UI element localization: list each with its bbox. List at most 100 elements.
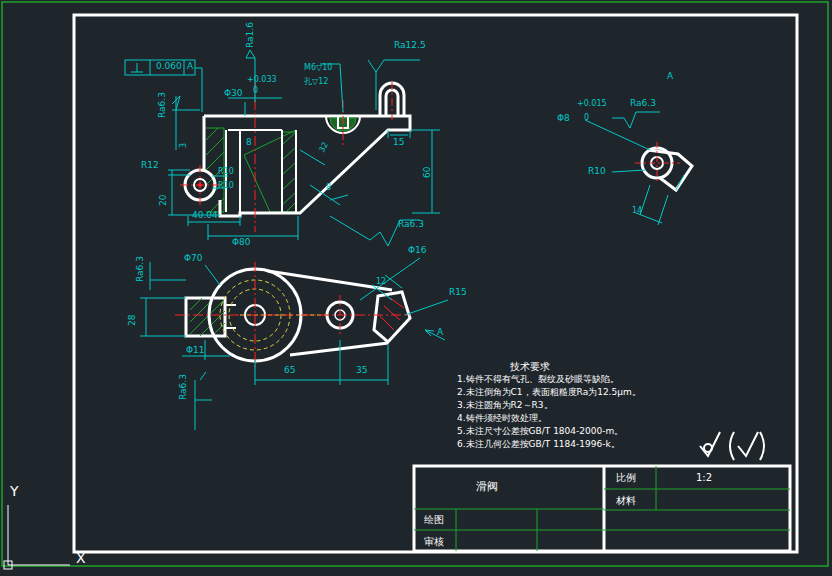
top-view — [268, 271, 392, 355]
radius-dimension: R10 — [588, 167, 606, 177]
diameter-dimension: Φ8 — [557, 114, 570, 124]
front-view — [244, 130, 296, 212]
note-line: 2.未注倒角为C1，表面粗糙度Ra为12.5μm。 — [457, 388, 641, 398]
top-dimensions — [360, 258, 420, 300]
dimension: 15 — [393, 138, 404, 148]
title-block — [604, 530, 790, 531]
title-cell: 比例 — [616, 472, 636, 483]
top-view — [175, 315, 410, 316]
top-view — [255, 262, 256, 368]
top-dimensions — [140, 298, 186, 336]
general-roughness-symbol — [700, 432, 720, 456]
front-dimensions — [412, 130, 440, 213]
sheet-frame — [4, 561, 12, 569]
top-dimensions — [182, 340, 230, 360]
dimension: 8 — [326, 184, 331, 193]
front-view — [204, 116, 410, 216]
tolerance-upper: +0.033 — [247, 76, 277, 85]
title-block — [604, 489, 790, 490]
tolerance-upper: +0.015 — [577, 100, 607, 109]
front-dimensions — [184, 60, 185, 75]
front-dimensions — [131, 63, 143, 72]
front-view — [226, 130, 296, 212]
title-block — [656, 466, 657, 510]
roughness-value: Ra6.3 — [630, 99, 656, 109]
notes-heading: 技术要求 — [510, 361, 550, 372]
dimension: 65 — [284, 366, 295, 376]
note-line: 4.铸件须经时效处理。 — [457, 414, 547, 424]
front-view — [255, 82, 256, 232]
diameter-dimension: Φ80 — [232, 238, 251, 248]
front-view — [228, 129, 282, 131]
view-label: A — [667, 72, 673, 82]
front-dimensions — [368, 60, 420, 110]
dimension: 14 — [632, 207, 642, 216]
auxiliary-view-a — [636, 185, 668, 225]
sheet-frame — [2, 2, 828, 569]
dimension: 60 — [423, 167, 433, 178]
top-view — [175, 262, 410, 368]
auxiliary-view-a — [612, 170, 645, 172]
front-dimensions — [125, 60, 195, 75]
top-dimensions — [150, 262, 186, 290]
dimension: 12 — [376, 278, 386, 287]
title-block — [414, 466, 790, 551]
note-line: 5.未注尺寸公差按GB/T 1804-2000-m。 — [457, 427, 623, 437]
radius-dimension: R12 — [141, 161, 159, 171]
top-dimensions — [140, 258, 448, 430]
title-block — [414, 530, 604, 531]
front-dimensions — [228, 98, 282, 116]
general-roughness-symbol — [738, 432, 758, 456]
note-line: 1.铸件不得有气孔、裂纹及砂眼等缺陷。 — [457, 375, 619, 385]
front-dimensions — [168, 170, 220, 215]
diameter-dimension: Φ70 — [184, 254, 203, 264]
roughness-value: Ra1.6 — [246, 22, 256, 48]
top-view — [186, 298, 225, 336]
front-dimensions — [300, 150, 348, 205]
part-name: 滑阀 — [476, 481, 498, 493]
top-dimensions — [340, 345, 388, 385]
roughness-value: Ra6.3 — [158, 92, 168, 118]
tolerance-lower: 0 — [253, 87, 258, 96]
general-roughness-symbol — [704, 444, 712, 452]
auxiliary-view-a — [585, 112, 660, 150]
sheet-frame — [8, 505, 9, 565]
title-cell: 绘图 — [424, 514, 444, 525]
datum-letter: A — [187, 62, 193, 72]
radius-dimension: R10 — [218, 182, 234, 191]
tolerance-value: 0.060 — [156, 62, 182, 72]
dimension: 32 — [318, 141, 331, 154]
title-block — [414, 509, 604, 510]
front-dimensions — [208, 216, 298, 240]
dimension: 3 — [180, 143, 189, 148]
title-block — [604, 510, 790, 511]
sheet-frame — [2, 2, 828, 566]
roughness-value: Ra6.3 — [398, 220, 424, 230]
top-view — [380, 298, 404, 330]
title-cell: 材料 — [616, 495, 636, 506]
tolerance-lower: 0 — [584, 114, 589, 123]
front-dimensions — [125, 50, 440, 246]
auxiliary-view-a — [635, 163, 680, 164]
diameter-dimension: Φ30 — [224, 89, 243, 99]
diameter-dimension: Φ11 — [186, 346, 205, 356]
dimension: 35 — [356, 366, 367, 376]
title-block — [537, 509, 538, 551]
front-view — [200, 165, 201, 205]
depth-note: 孔▽12 — [304, 78, 328, 87]
roughness-value: Ra12.5 — [394, 41, 426, 51]
roughness-value: Ra6.3 — [136, 256, 146, 282]
auxiliary-view-a — [585, 112, 692, 225]
thread-note: M6▽10 — [304, 64, 332, 73]
top-dimensions — [372, 275, 402, 300]
axis-label: X — [76, 551, 86, 566]
title-block — [456, 509, 457, 551]
auxiliary-view-a — [657, 142, 658, 184]
front-dimensions — [168, 175, 190, 176]
front-view — [282, 132, 296, 212]
top-view — [340, 295, 341, 335]
title-cell: 审核 — [424, 536, 444, 547]
title-block — [414, 466, 790, 551]
sheet-frame — [74, 15, 797, 552]
